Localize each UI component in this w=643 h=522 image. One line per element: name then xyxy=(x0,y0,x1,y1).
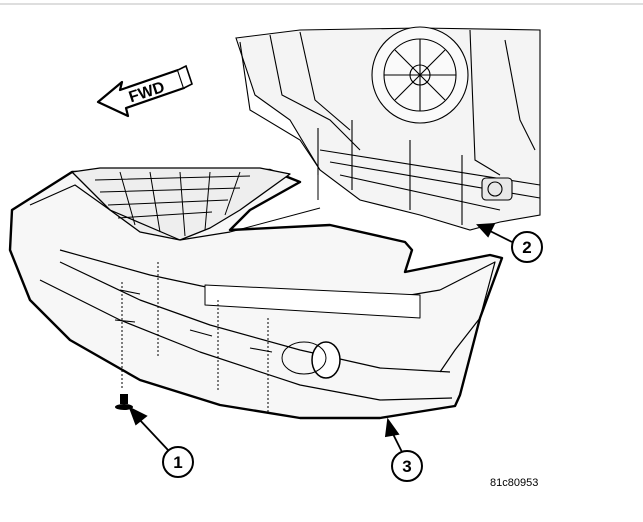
callout-1: 1 xyxy=(162,446,194,478)
fwd-label: FWD xyxy=(127,79,167,106)
callout-2-label: 2 xyxy=(522,238,531,257)
callout-3: 3 xyxy=(391,450,423,482)
fwd-arrow-icon: FWD xyxy=(96,64,193,118)
radiator-support xyxy=(235,26,541,231)
callout-3-label: 3 xyxy=(402,457,411,476)
front-bumper-fascia xyxy=(8,128,504,420)
callout-2: 2 xyxy=(511,231,543,263)
figure-reference: 81c80953 xyxy=(490,477,538,489)
fastener-icon xyxy=(115,394,133,410)
callout-1-label: 1 xyxy=(173,453,182,472)
leader-lines xyxy=(128,223,513,453)
